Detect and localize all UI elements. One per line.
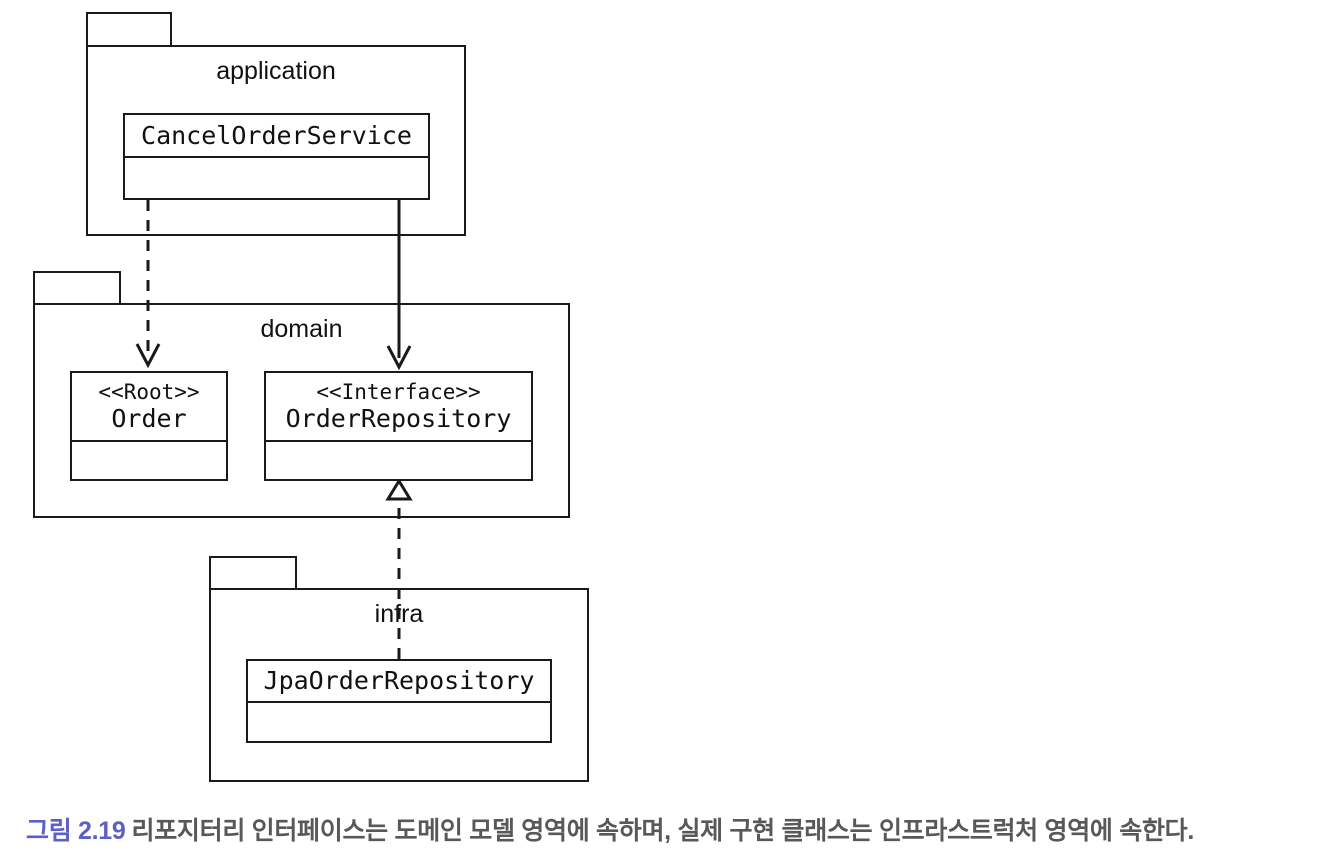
class-attribute-compartment [266, 442, 531, 483]
class-attribute-compartment [125, 158, 428, 200]
class-name-label: JpaOrderRepository [263, 666, 535, 696]
class-attribute-compartment [248, 703, 550, 743]
class-order-repository[interactable]: <<Interface>> OrderRepository [264, 371, 533, 481]
figure-caption-text: 리포지터리 인터페이스는 도메인 모델 영역에 속하며, 실제 구현 클래스는 … [131, 817, 1195, 845]
figure-caption-label: 그림 2.19 [26, 817, 126, 845]
class-cancel-order-service[interactable]: CancelOrderService [123, 113, 430, 200]
class-name-label: OrderRepository [285, 403, 512, 433]
class-order[interactable]: <<Root>> Order [70, 371, 228, 481]
package-label-application: application [216, 57, 336, 85]
package-label-infra: infra [374, 600, 424, 628]
class-stereotype-label: <<Interface>> [316, 379, 481, 404]
package-tab-application [86, 12, 172, 47]
class-name-label: CancelOrderService [141, 120, 412, 150]
class-attribute-compartment [72, 442, 226, 483]
class-name-compartment: JpaOrderRepository [248, 661, 550, 703]
class-name-compartment: CancelOrderService [125, 115, 428, 158]
package-tab-infra [209, 556, 297, 590]
class-name-label: Order [111, 403, 187, 433]
package-label-domain: domain [260, 315, 343, 343]
class-jpa-order-repository[interactable]: JpaOrderRepository [246, 659, 552, 743]
class-name-compartment: <<Root>> Order [72, 373, 226, 442]
class-stereotype-label: <<Root>> [98, 379, 200, 404]
class-name-compartment: <<Interface>> OrderRepository [266, 373, 531, 442]
package-tab-domain [33, 271, 121, 305]
